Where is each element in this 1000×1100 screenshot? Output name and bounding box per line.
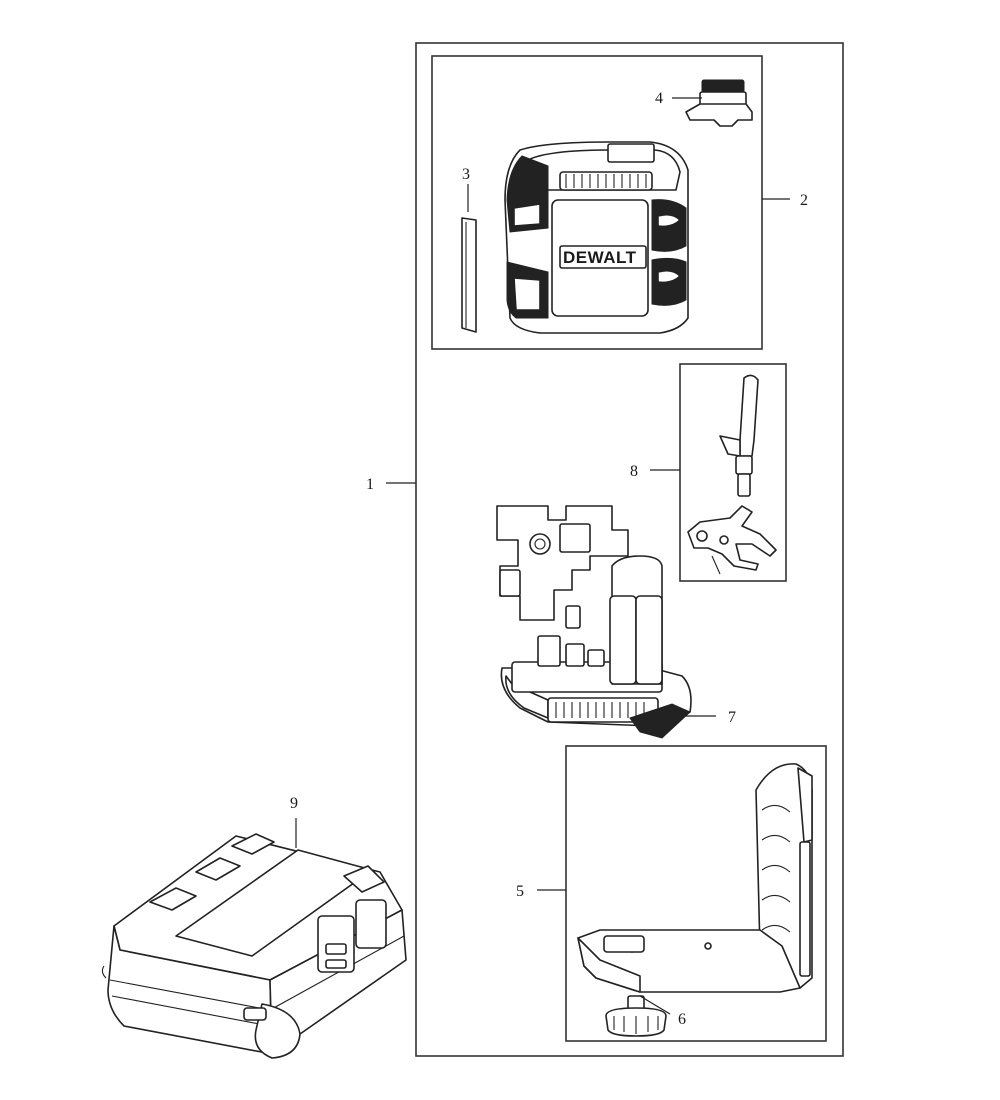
callout-6: 6 — [678, 1011, 686, 1028]
brand-logo: DEWALT — [563, 248, 637, 267]
callout-1: 1 — [366, 476, 374, 493]
thumbscrew — [605, 995, 667, 1037]
callout-7: 7 — [728, 709, 736, 726]
internal-chassis — [496, 505, 692, 739]
group-frame-5 — [565, 745, 827, 1042]
battery-clip — [685, 79, 753, 127]
callout-2: 2 — [800, 192, 808, 209]
pendulum-clamp — [687, 505, 777, 575]
l-bracket — [577, 763, 813, 993]
callout-3: 3 — [462, 166, 470, 183]
callout-5: 5 — [516, 883, 524, 900]
callout-9: 9 — [290, 795, 298, 812]
callout-4: 4 — [655, 90, 663, 107]
pendulum-pin — [719, 374, 759, 497]
lens-plate — [461, 217, 477, 333]
laser-housing: DEWALT — [504, 141, 689, 334]
group-frame-2 — [431, 55, 763, 350]
group-frame-8 — [679, 363, 787, 582]
group-frame-1 — [415, 42, 844, 1057]
leader-line-6 — [639, 995, 671, 1015]
carrying-case — [101, 833, 407, 1059]
callout-8: 8 — [630, 463, 638, 480]
